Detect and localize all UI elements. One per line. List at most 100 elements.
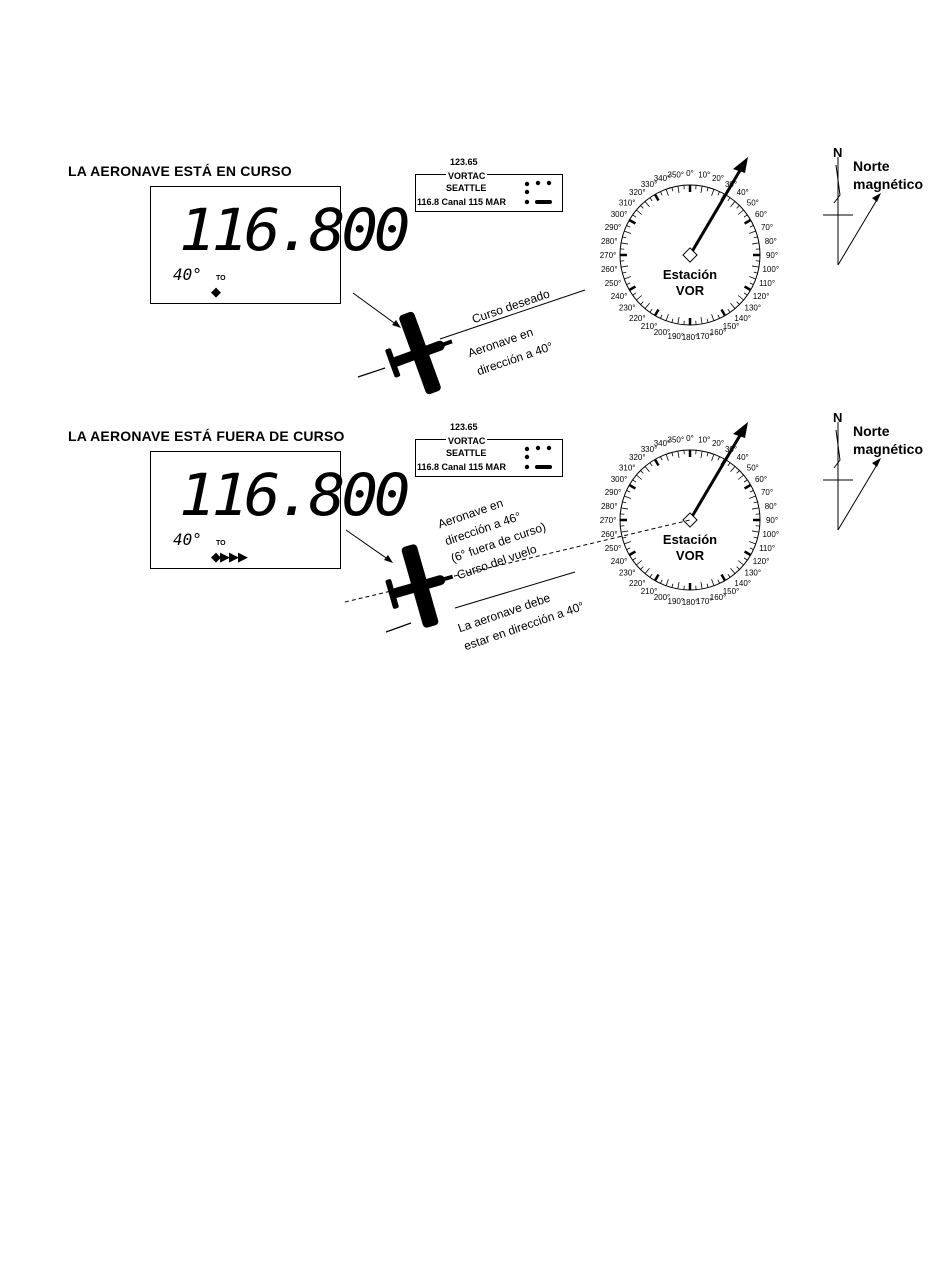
vortac-line: 116.8 Canal 115 MAR — [417, 462, 507, 472]
compass-label: 40° — [737, 453, 749, 462]
compass-label: 160° — [710, 328, 727, 337]
compass-label: 190° — [667, 332, 684, 341]
compass-tick — [736, 301, 740, 305]
compass-tick — [700, 185, 703, 194]
compass-label: 250° — [605, 544, 622, 553]
compass-tick — [727, 197, 731, 202]
airplane-icon — [385, 311, 453, 395]
vortac-name: VORTAC — [446, 436, 488, 446]
compass-tick — [671, 583, 674, 588]
compass-tick — [743, 285, 752, 292]
compass-label: 100° — [762, 265, 779, 274]
compass-label: 200° — [654, 593, 671, 602]
compass-tick — [751, 242, 760, 245]
compass-tick — [640, 470, 644, 474]
compass-tick — [671, 318, 674, 323]
compass-tick — [649, 462, 653, 467]
compass-label: 10° — [698, 170, 710, 179]
compass-label: 320° — [629, 188, 646, 197]
compass-tick — [727, 462, 731, 467]
compass-label: 70° — [761, 223, 773, 232]
compass-tick — [749, 282, 754, 285]
compass-label: 170° — [696, 332, 713, 341]
compass-tick — [677, 450, 680, 459]
compass-tick — [730, 201, 736, 207]
compass-tick — [743, 292, 748, 296]
compass-tick — [738, 209, 744, 215]
required-course-line — [454, 571, 576, 609]
compass-tick — [653, 573, 660, 582]
compass-label: 300° — [611, 210, 628, 219]
panel-title: LA AERONAVE ESTÁ EN CURSO — [68, 163, 292, 179]
compass-tick — [660, 579, 663, 584]
frequency-readout: 116.800 — [179, 196, 410, 264]
morse-code-icon — [524, 180, 552, 205]
desired-course-line — [439, 289, 586, 340]
compass-tick — [636, 474, 642, 480]
compass-label: 50° — [747, 463, 759, 472]
heading-readout: 40° — [173, 530, 202, 549]
compass-tick — [632, 557, 637, 561]
compass-tick — [730, 303, 736, 309]
compass-tick — [700, 581, 703, 590]
chart-box-freq: 123.65 — [450, 157, 478, 167]
compass-label: 320° — [629, 453, 646, 462]
compass-label: 10° — [698, 435, 710, 444]
compass-label: 340° — [654, 174, 671, 183]
compass-label: 280° — [601, 237, 618, 246]
compass-tick — [700, 450, 703, 459]
compass-label: 310° — [619, 463, 636, 472]
compass-label: 300° — [611, 475, 628, 484]
compass-label: 60° — [755, 210, 767, 219]
compass-tick — [738, 560, 744, 566]
compass-tick — [736, 566, 740, 570]
to-flag: TO — [216, 540, 226, 547]
compass-tick — [753, 271, 758, 274]
compass-tick — [624, 495, 631, 499]
compass-label: 20° — [712, 174, 724, 183]
compass-tick — [649, 573, 653, 578]
compass-label: 350° — [667, 170, 684, 179]
heading-readout: 40° — [173, 265, 202, 284]
compass-tick — [660, 456, 663, 461]
compass-tick — [738, 295, 744, 301]
compass-tick — [628, 218, 637, 225]
panel-off-course: LA AERONAVE ESTÁ FUERA DE CURSO 116.800 … — [0, 400, 950, 653]
compass-tick — [677, 316, 680, 325]
compass-tick — [636, 560, 642, 566]
compass-tick — [749, 276, 756, 280]
compass-tick — [632, 292, 637, 296]
panel-on-course: LA AERONAVE ESTÁ EN CURSO 116.800 40° TO… — [0, 135, 950, 395]
compass-tick — [706, 452, 709, 457]
compass-tick — [636, 295, 642, 301]
compass-label: 230° — [619, 304, 636, 313]
compass-label: 210° — [641, 587, 658, 596]
compass-tick — [730, 466, 736, 472]
compass-rose: 0°10°20°30°40°50°60°70°80°90°100°110°120… — [600, 169, 779, 342]
compass-label: 180° — [682, 598, 699, 607]
compass-label: 0° — [686, 434, 694, 443]
compass-label: 160° — [710, 593, 727, 602]
compass-label: 120° — [753, 557, 770, 566]
course-indicator: ◆▶▶▶ — [211, 549, 248, 564]
compass-label: 110° — [759, 544, 775, 553]
airplane-icon — [385, 544, 454, 628]
compass-tick — [711, 314, 715, 321]
vortac-city: SEATTLE — [446, 448, 487, 458]
vor-station-icon — [682, 512, 698, 528]
compass-label: 100° — [762, 530, 779, 539]
compass-label: 130° — [745, 304, 762, 313]
compass-tick — [644, 303, 650, 309]
compass-label: 20° — [712, 439, 724, 448]
compass-label: 140° — [734, 579, 751, 588]
vortac-chart-box: VORTAC SEATTLE 116.8 Canal 115 MAR — [415, 436, 563, 477]
north-label: Norte magnético — [853, 423, 924, 457]
compass-tick — [640, 566, 644, 570]
compass-tick — [677, 185, 680, 194]
compass-tick — [717, 456, 720, 461]
compass-tick — [649, 308, 653, 313]
compass-tick — [671, 452, 674, 457]
compass-label: 210° — [641, 322, 658, 331]
compass-tick — [624, 541, 631, 545]
compass-tick — [706, 318, 709, 323]
